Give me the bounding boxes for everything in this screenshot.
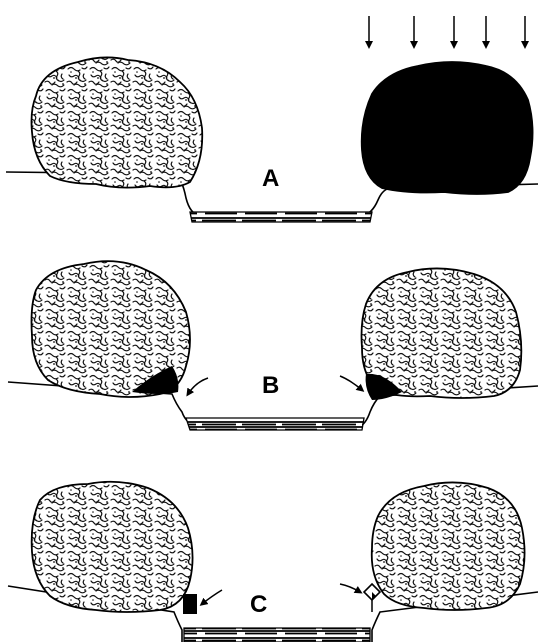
tree-crown-left: [32, 57, 203, 187]
black-block-left: [183, 594, 197, 614]
panel-label-c: C: [250, 591, 267, 618]
panel-b: B: [8, 261, 538, 430]
pointer-arrow-right: [340, 376, 362, 390]
diamond-marker-right: [364, 584, 380, 612]
panel-c: C: [8, 482, 538, 642]
pointer-arrow-left: [202, 590, 222, 604]
pointer-arrow-right: [340, 584, 360, 592]
panel-label-a: A: [262, 165, 279, 192]
pointer-arrow-left: [188, 378, 208, 394]
stream-water: [184, 628, 370, 642]
stream-water: [190, 212, 372, 222]
tree-crown-right: [372, 482, 525, 610]
panel-a: A: [6, 16, 538, 222]
stream-water: [186, 418, 364, 430]
panel-label-b: B: [262, 372, 279, 399]
tree-crown-left: [32, 482, 193, 612]
tree-crown-right-shaded: [362, 62, 533, 194]
sunlight-arrows: [369, 16, 525, 46]
